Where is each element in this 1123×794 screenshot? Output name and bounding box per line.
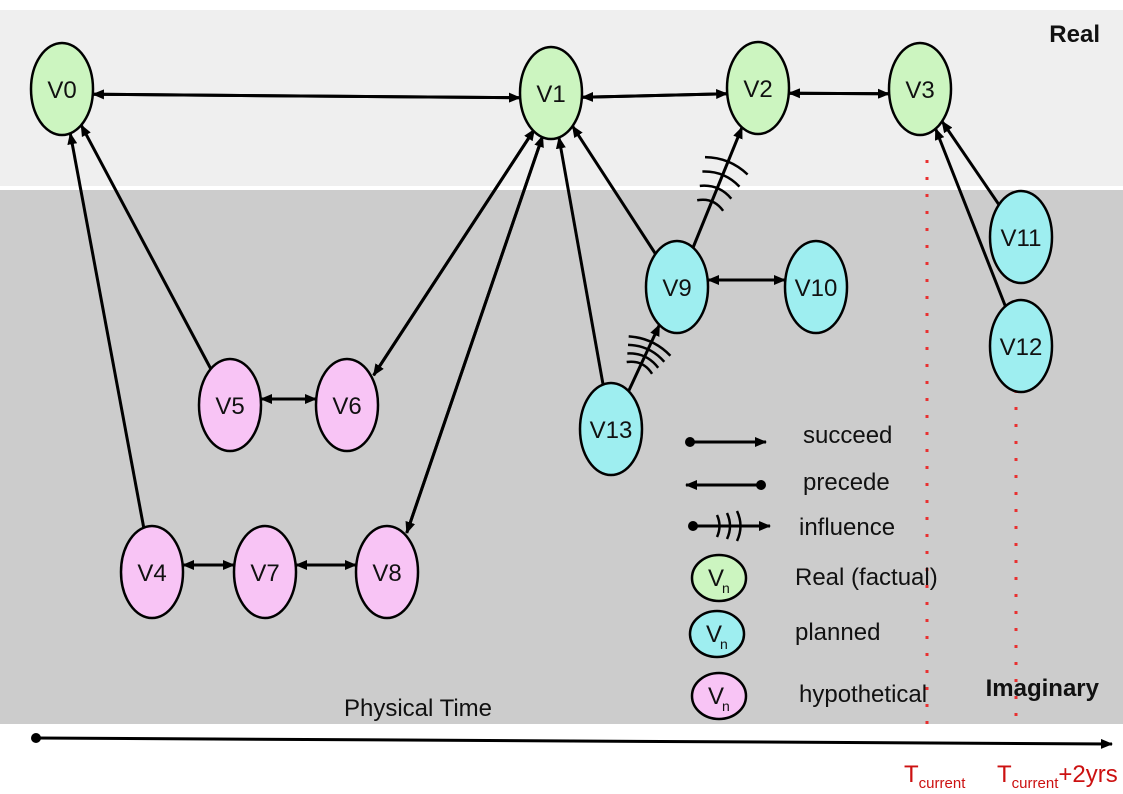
imaginary-region-label: Imaginary bbox=[986, 675, 1100, 702]
node-v8: V8 bbox=[354, 524, 420, 620]
node-v12: V12 bbox=[988, 298, 1054, 394]
node-label: V3 bbox=[905, 77, 934, 104]
node-v9: V9 bbox=[644, 239, 710, 335]
legend-succeed-symbol bbox=[685, 437, 767, 447]
legend: succeed precede influence V n Real (fact… bbox=[685, 422, 938, 721]
legend-planned-node: V n bbox=[688, 609, 746, 659]
node-v3: V3 bbox=[887, 41, 953, 137]
node-v0: V0 bbox=[29, 41, 95, 137]
legend-real-label: Real (factual) bbox=[795, 564, 938, 591]
axis-label: Physical Time bbox=[344, 695, 492, 722]
edge-v0-to-v1 bbox=[92, 92, 521, 103]
edge-v9-to-v2 bbox=[691, 126, 749, 249]
legend-hypothetical-label: hypothetical bbox=[799, 681, 927, 708]
node-v7: V7 bbox=[232, 524, 298, 620]
svg-text:V: V bbox=[708, 683, 724, 710]
real-region-label: Real bbox=[1049, 21, 1100, 48]
node-label: V2 bbox=[743, 76, 772, 103]
legend-real-node: V n bbox=[690, 553, 748, 603]
edge-v12-to-v3 bbox=[934, 127, 1007, 307]
legend-precede-label: precede bbox=[803, 469, 890, 496]
node-v4: V4 bbox=[119, 524, 185, 620]
node-label: V12 bbox=[1000, 334, 1043, 361]
node-label: V0 bbox=[47, 77, 76, 104]
edge-v4-to-v0 bbox=[67, 132, 146, 528]
edge-v13-to-v1 bbox=[555, 136, 605, 385]
edge-v2-to-v3 bbox=[788, 88, 890, 99]
node-v10: V10 bbox=[783, 239, 849, 335]
imaginary-region bbox=[0, 190, 1123, 724]
edges-layer bbox=[67, 88, 1007, 570]
node-v1: V1 bbox=[518, 45, 584, 141]
node-label: V10 bbox=[795, 275, 838, 302]
node-label: V13 bbox=[590, 417, 633, 444]
node-label: V5 bbox=[215, 393, 244, 420]
t-current-label: Tcurrent bbox=[904, 761, 966, 792]
node-label: V7 bbox=[250, 560, 279, 587]
node-v5: V5 bbox=[197, 357, 263, 453]
edge-v8-to-v1 bbox=[405, 135, 545, 534]
edge-v6-to-v1 bbox=[372, 128, 536, 377]
edge-v9-to-v1 bbox=[571, 125, 657, 255]
node-label: V9 bbox=[662, 275, 691, 302]
edge-v13-to-v9 bbox=[626, 323, 672, 392]
legend-succeed-label: succeed bbox=[803, 422, 892, 449]
t-plus-2yrs-label: Tcurrent+2yrs bbox=[997, 761, 1118, 792]
node-label: V6 bbox=[332, 393, 361, 420]
edge-v2-to-v1 bbox=[581, 91, 728, 102]
legend-influence-symbol bbox=[688, 510, 771, 542]
node-v6: V6 bbox=[314, 357, 380, 453]
node-v2: V2 bbox=[725, 40, 791, 136]
legend-planned-label: planned bbox=[795, 619, 880, 646]
node-label: V11 bbox=[1001, 225, 1042, 252]
svg-text:n: n bbox=[722, 580, 730, 596]
node-label: V4 bbox=[137, 560, 166, 587]
time-axis bbox=[31, 733, 1113, 749]
svg-text:V: V bbox=[706, 621, 722, 648]
edge-v5-to-v0 bbox=[79, 124, 213, 370]
node-v13: V13 bbox=[578, 381, 644, 477]
edge-v11-to-v3 bbox=[940, 120, 1001, 206]
legend-hypothetical-node: V n bbox=[690, 671, 748, 721]
svg-text:n: n bbox=[720, 636, 728, 652]
node-label: V8 bbox=[372, 560, 401, 587]
node-v11: V11 bbox=[988, 189, 1054, 285]
svg-text:n: n bbox=[722, 698, 730, 714]
node-label: V1 bbox=[536, 81, 565, 108]
svg-text:V: V bbox=[708, 565, 724, 592]
legend-influence-label: influence bbox=[799, 514, 895, 541]
legend-precede-symbol bbox=[685, 480, 766, 490]
